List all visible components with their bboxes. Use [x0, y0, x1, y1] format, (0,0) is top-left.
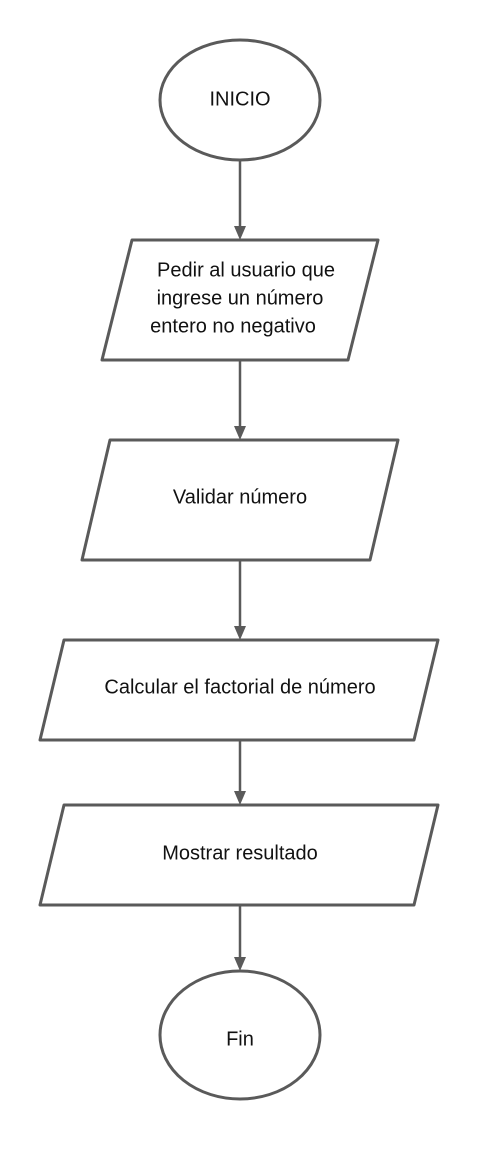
node-calcular: Calcular el factorial de número [38, 638, 440, 742]
node-label: Mostrar resultado [162, 842, 318, 864]
edge-inicio-to-pedir [234, 160, 246, 240]
arrowhead [234, 957, 246, 971]
arrowhead [234, 426, 246, 440]
output-parallelogram [38, 803, 440, 907]
process-parallelogram [38, 638, 440, 742]
connectors [234, 160, 246, 971]
arrowhead [234, 791, 246, 805]
node-label: Calcular el factorial de número [104, 676, 375, 698]
node-fin: Fin [158, 969, 322, 1101]
terminal-end-ellipse [158, 969, 322, 1101]
terminal-start-ellipse [158, 38, 322, 162]
input-parallelogram [100, 238, 380, 362]
node-validar: Validar número [80, 438, 400, 562]
edge-calcular-to-mostrar [234, 740, 246, 805]
edge-validar-to-calcular [234, 560, 246, 640]
process-parallelogram [80, 438, 400, 562]
node-label: INICIO [209, 88, 270, 110]
node-label-line-3: entero no negativo [150, 315, 316, 337]
edge-mostrar-to-fin [234, 905, 246, 971]
arrowhead [234, 626, 246, 640]
arrowhead [234, 226, 246, 240]
node-label-line-1: Pedir al usuario que [157, 259, 335, 281]
edge-pedir-to-validar [234, 360, 246, 440]
node-mostrar: Mostrar resultado [38, 803, 440, 907]
node-label: Fin [226, 1028, 254, 1050]
node-label: Validar número [173, 486, 307, 508]
node-pedir: Pedir al usuario que ingrese un número e… [100, 238, 380, 362]
node-label-line-2: ingrese un número [157, 287, 324, 309]
node-inicio: INICIO [158, 38, 322, 162]
